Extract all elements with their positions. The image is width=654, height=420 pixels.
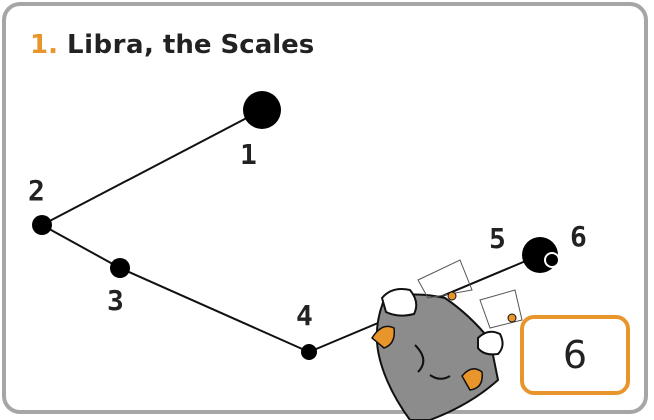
constellation-title: 1. Libra, the Scales — [30, 30, 314, 60]
star-3 — [110, 258, 130, 278]
star-label-5: 5 — [489, 222, 506, 255]
constellation-stars — [32, 91, 560, 360]
star-6-core — [546, 254, 558, 266]
star-count: 6 — [562, 333, 588, 377]
line-2-3 — [41, 224, 121, 269]
line-3-4 — [119, 267, 310, 353]
star-4 — [301, 344, 317, 360]
line-2-1 — [41, 109, 263, 226]
star-labels: 1 2 3 4 5 6 — [28, 138, 587, 332]
star-label-3: 3 — [107, 284, 124, 317]
star-1 — [243, 91, 281, 129]
constellation-name: Libra — [67, 30, 144, 60]
title-number: 1. — [30, 30, 58, 60]
star-2 — [32, 215, 52, 235]
star-label-4: 4 — [296, 299, 313, 332]
creature-illustration — [371, 259, 523, 420]
star-label-2: 2 — [28, 174, 45, 207]
star-count-box: 6 — [520, 315, 630, 395]
constellation-subtitle: , the Scales — [144, 30, 315, 60]
star-label-1: 1 — [240, 138, 257, 171]
star-label-6: 6 — [570, 220, 587, 253]
